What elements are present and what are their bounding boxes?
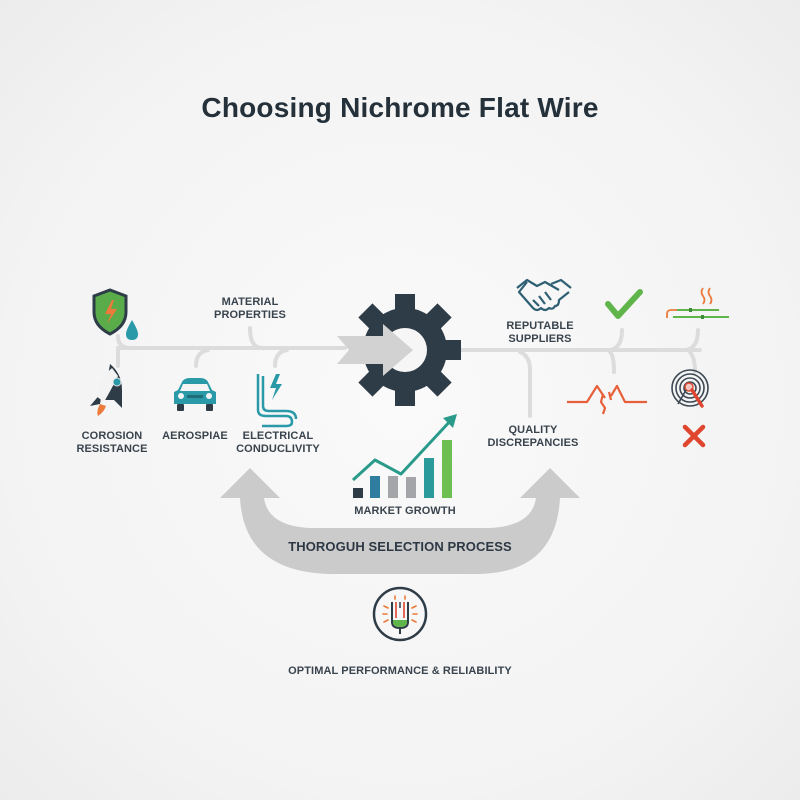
- page-title: Choosing Nichrome Flat Wire: [201, 92, 599, 123]
- coiled-wire-lightning-icon: [256, 374, 298, 428]
- quality-discrepancies-label: QUALITY DISCREPANCIES: [487, 424, 579, 449]
- broken-zigzag-icon: [567, 384, 647, 415]
- target-magnifier-icon: [671, 369, 709, 408]
- x-mark-icon: [682, 424, 706, 448]
- market-growth-label: MARKET GROWTH: [354, 505, 456, 517]
- electrical-conductivity-label: ELECTRICAL CONDUCLIVITY: [236, 430, 320, 455]
- car-icon: [174, 378, 216, 411]
- rocket-icon: [90, 364, 122, 416]
- reputable-suppliers-label: REPUTABLE SUPPLIERS: [506, 320, 574, 345]
- bar-chart-trend-arrow-icon: [351, 414, 457, 498]
- hot-wire-icon: [666, 287, 729, 319]
- heating-element-icon: [372, 586, 428, 642]
- outcome-label: OPTIMAL PERFORMANCE & RELIABILITY: [288, 665, 512, 677]
- selection-process-label: THOROGUH SELECTION PROCESS: [288, 539, 512, 554]
- aerospace-label: AEROSPIAE: [162, 430, 228, 442]
- gear-arrow-icon: [337, 294, 461, 406]
- checkmark-icon: [605, 289, 643, 319]
- corrosion-resistance-label: COROSION RESISTANCE: [76, 430, 148, 455]
- handshake-icon: [516, 278, 572, 312]
- material-properties-label: MATERIAL PROPERTIES: [214, 296, 286, 321]
- shield-lightning-droplet-icon: [92, 288, 138, 340]
